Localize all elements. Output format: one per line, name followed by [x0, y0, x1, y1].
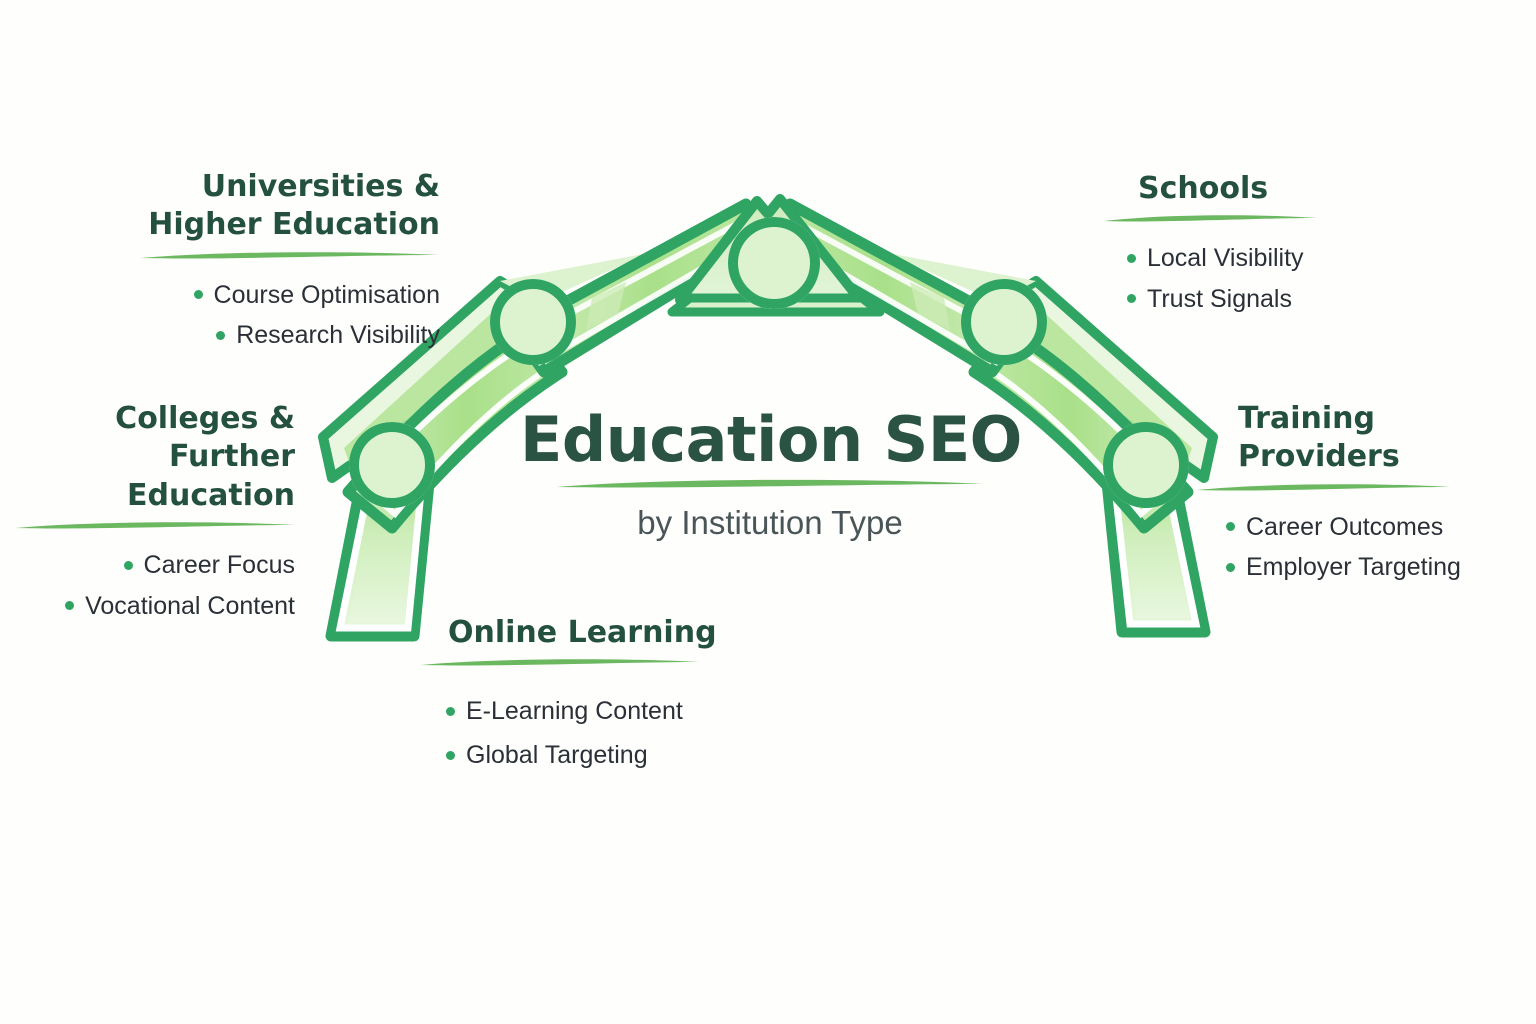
group-swoosh-icon	[1104, 215, 1317, 222]
arch-node-universities[interactable]	[490, 279, 576, 365]
list-item-label: Research Visibility	[236, 321, 440, 350]
list-item-label: Career Outcomes	[1246, 512, 1444, 541]
arch-node-training[interactable]	[1103, 422, 1189, 508]
list-item: Career Focus	[0, 545, 295, 586]
label-group-schools: Schools Local Visibility Trust Signals	[1103, 170, 1433, 319]
list-item: Research Visibility	[40, 315, 440, 356]
list-item: Course Optimisation	[40, 275, 440, 316]
arch-structure	[318, 194, 1218, 642]
list-item-label: Local Visibility	[1147, 244, 1304, 273]
list-item: Vocational Content	[0, 586, 295, 627]
group-swoosh-icon	[141, 252, 439, 259]
title-swoosh-icon	[557, 480, 983, 488]
list-item-label: Employer Targeting	[1246, 553, 1461, 582]
bullet-icon	[65, 601, 75, 611]
page-title: Education SEO	[520, 403, 1022, 476]
group-swoosh-icon	[1197, 484, 1450, 491]
list-item: E-Learning Content	[446, 690, 750, 734]
group-list-online: E-Learning Content Global Targeting	[446, 690, 750, 778]
bullet-icon	[446, 706, 455, 716]
group-heading-online: Online Learning	[448, 615, 717, 650]
bullet-icon	[193, 290, 203, 300]
group-swoosh-icon	[16, 522, 294, 529]
list-item-label: Global Targeting	[466, 741, 648, 770]
group-list-universities: Course Optimisation Research Visibility	[40, 275, 440, 356]
list-item: Local Visibility	[1127, 238, 1433, 279]
list-item: Global Targeting	[446, 734, 750, 778]
group-heading-colleges: Colleges & Further Education	[115, 401, 295, 513]
label-group-colleges: Colleges & Further Education Career Focu…	[0, 400, 295, 626]
bullet-icon	[1226, 562, 1235, 572]
group-heading-schools: Schools	[1138, 171, 1269, 206]
bullet-icon	[1226, 522, 1235, 532]
arch-node-apex[interactable]	[728, 217, 820, 309]
list-item-label: E-Learning Content	[466, 697, 683, 726]
list-item: Trust Signals	[1127, 279, 1433, 320]
arch-node-colleges[interactable]	[349, 422, 435, 508]
list-item: Employer Targeting	[1226, 547, 1496, 588]
bullet-icon	[1127, 294, 1136, 304]
bullet-icon	[216, 330, 226, 340]
group-heading-training: Training Providers	[1238, 401, 1400, 475]
group-swoosh-icon	[421, 659, 699, 666]
group-list-training: Career Outcomes Employer Targeting	[1226, 507, 1496, 588]
list-item-label: Course Optimisation	[213, 280, 440, 309]
page-subtitle: by Institution Type	[637, 504, 903, 542]
bullet-icon	[446, 750, 455, 760]
label-group-training: Training Providers Career Outcomes Emplo…	[1196, 400, 1496, 588]
arch-node-schools[interactable]	[961, 279, 1047, 365]
center-title-block: Education SEO by Institution Type	[520, 403, 1022, 542]
bullet-icon	[1127, 253, 1136, 263]
group-list-colleges: Career Focus Vocational Content	[0, 545, 295, 626]
list-item: Career Outcomes	[1226, 507, 1496, 548]
label-group-online: Online Learning E-Learning Content Globa…	[420, 614, 750, 778]
label-group-universities: Universities & Higher Education Course O…	[40, 168, 440, 356]
group-list-schools: Local Visibility Trust Signals	[1127, 238, 1433, 319]
group-heading-universities: Universities & Higher Education	[148, 169, 440, 243]
list-item-label: Vocational Content	[85, 591, 295, 620]
bullet-icon	[123, 560, 133, 570]
list-item-label: Trust Signals	[1147, 284, 1292, 313]
list-item-label: Career Focus	[143, 551, 295, 580]
